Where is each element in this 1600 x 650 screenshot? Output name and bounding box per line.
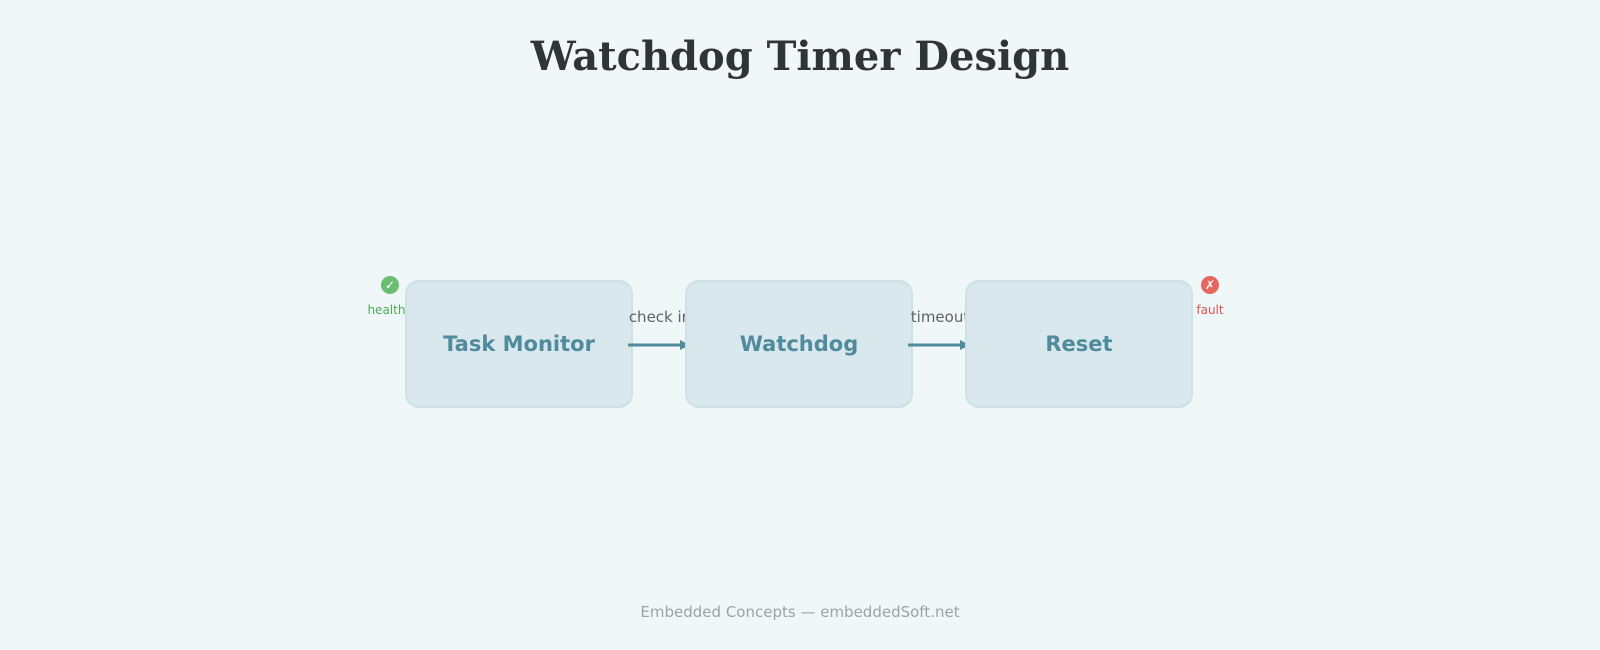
reset-node: Reset: [965, 280, 1193, 408]
reset-label: Reset: [1045, 332, 1113, 356]
fault-status-label: fault: [1196, 303, 1224, 317]
task-monitor-node: Task Monitor: [405, 280, 633, 408]
cross-icon: ✗: [1201, 276, 1219, 294]
watchdog-label: Watchdog: [739, 332, 859, 356]
watchdog-node: Watchdog: [685, 280, 913, 408]
diagram-title: Watchdog Timer Design: [530, 33, 1070, 80]
check-in-arrow: [628, 340, 690, 350]
timeout-arrow: [908, 340, 970, 350]
healthy-status-label: healthy: [367, 303, 413, 317]
check-icon: ✓: [381, 276, 399, 294]
task-monitor-label: Task Monitor: [443, 332, 595, 356]
check-in-edge-label: check in: [628, 308, 692, 326]
timeout-edge-label: timeout: [910, 308, 970, 326]
footer-credit: Embedded Concepts — embeddedSoft.net: [640, 603, 960, 621]
